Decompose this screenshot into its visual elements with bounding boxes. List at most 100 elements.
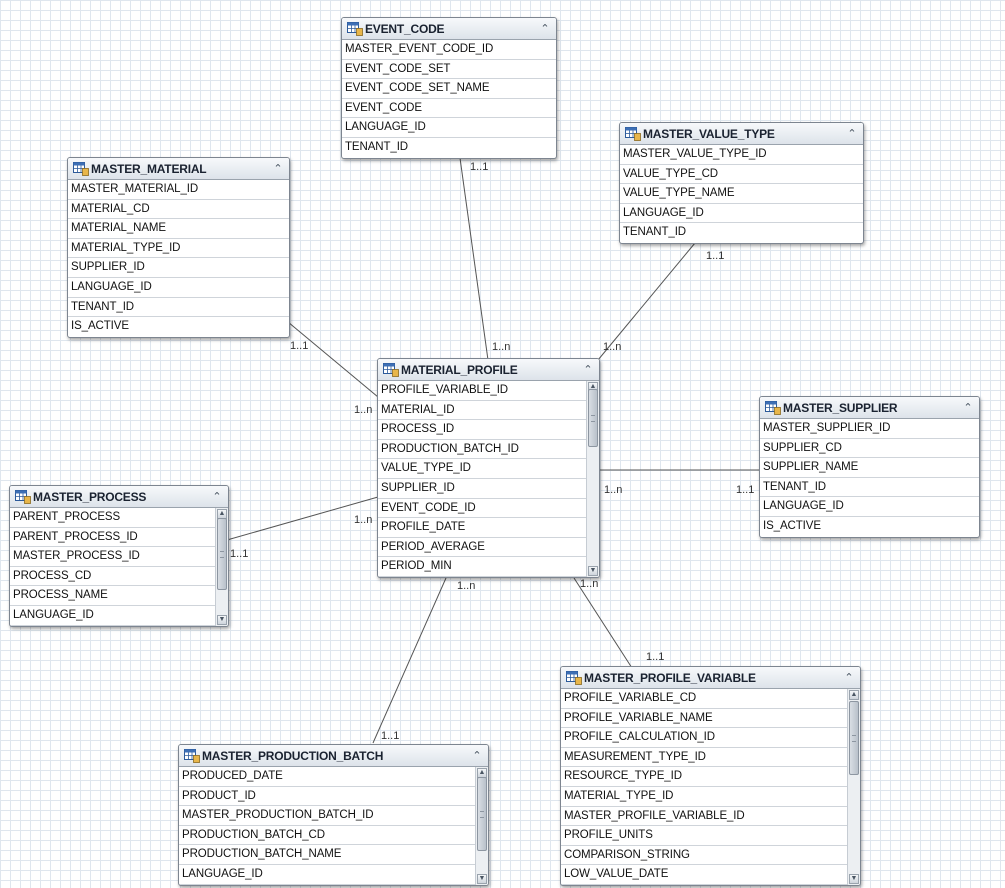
field-row[interactable]: EVENT_CODE_SET_NAME (342, 79, 556, 99)
field-row[interactable]: EVENT_CODE_ID (378, 499, 586, 519)
collapse-icon[interactable]: ⌃ (963, 401, 973, 414)
field-row[interactable]: PROFILE_VARIABLE_CD (561, 689, 847, 709)
entity-master-value-type[interactable]: MASTER_VALUE_TYPE ⌃ MASTER_VALUE_TYPE_ID… (619, 122, 864, 244)
field-row[interactable]: PERIOD_AVERAGE (378, 538, 586, 558)
field-row[interactable]: VALUE_TYPE_CD (620, 165, 863, 185)
entity-header[interactable]: MASTER_VALUE_TYPE ⌃ (620, 123, 863, 145)
field-row[interactable]: PRODUCTION_BATCH_NAME (179, 845, 475, 865)
field-row[interactable]: MASTER_SUPPLIER_ID (760, 419, 979, 439)
entity-header[interactable]: MASTER_PRODUCTION_BATCH ⌃ (179, 745, 488, 767)
field-row[interactable]: PROFILE_UNITS (561, 826, 847, 846)
field-row[interactable]: MASTER_MATERIAL_ID (68, 180, 289, 200)
field-row[interactable]: MATERIAL_CD (68, 200, 289, 220)
field-row[interactable]: PRODUCED_DATE (179, 767, 475, 787)
field-row[interactable]: LOW_VALUE_DATE (561, 865, 847, 885)
entity-header[interactable]: MATERIAL_PROFILE ⌃ (378, 359, 599, 381)
entity-header[interactable]: MASTER_PROFILE_VARIABLE ⌃ (561, 667, 860, 689)
field-row[interactable]: RESOURCE_TYPE_ID (561, 767, 847, 787)
field-row[interactable]: MATERIAL_NAME (68, 219, 289, 239)
collapse-icon[interactable]: ⌃ (847, 127, 857, 140)
collapse-icon[interactable]: ⌃ (540, 22, 550, 35)
scrollbar[interactable]: ▲▼ (475, 767, 488, 885)
collapse-icon[interactable]: ⌃ (583, 363, 593, 376)
scroll-thumb[interactable] (588, 389, 598, 447)
field-row[interactable]: MASTER_EVENT_CODE_ID (342, 40, 556, 60)
field-row[interactable]: MASTER_PRODUCTION_BATCH_ID (179, 806, 475, 826)
field-row[interactable]: MASTER_PROFILE_VARIABLE_ID (561, 807, 847, 827)
entity-title: MASTER_SUPPLIER (783, 400, 898, 415)
field-row[interactable]: LANGUAGE_ID (179, 865, 475, 885)
entity-header[interactable]: MASTER_PROCESS ⌃ (10, 486, 228, 508)
field-row[interactable]: LANGUAGE_ID (68, 278, 289, 298)
field-row[interactable]: PARENT_PROCESS (10, 508, 215, 528)
field-row[interactable]: EVENT_CODE (342, 99, 556, 119)
field-row[interactable]: MEASUREMENT_TYPE_ID (561, 748, 847, 768)
field-row[interactable]: LANGUAGE_ID (342, 118, 556, 138)
field-row[interactable]: PROFILE_CALCULATION_ID (561, 728, 847, 748)
field-row[interactable]: TENANT_ID (345, 140, 408, 153)
field-row[interactable]: PROCESS_CD (10, 567, 215, 587)
entity-header[interactable]: MASTER_MATERIAL ⌃ (68, 158, 289, 180)
field-row[interactable]: PROCESS_NAME (10, 586, 215, 606)
entity-master-profile-variable[interactable]: MASTER_PROFILE_VARIABLE ⌃ PROFILE_VARIAB… (560, 666, 861, 886)
field-row[interactable]: PRODUCTION_BATCH_ID (378, 440, 586, 460)
field-row[interactable]: MASTER_PROCESS_ID (10, 547, 215, 567)
field-row[interactable]: MATERIAL_ID (378, 401, 586, 421)
scroll-up-icon[interactable]: ▲ (849, 690, 859, 700)
field-row[interactable]: SUPPLIER_CD (760, 439, 979, 459)
field-row[interactable]: TENANT_ID (760, 478, 979, 498)
scroll-thumb[interactable] (849, 701, 859, 775)
field-row[interactable]: SUPPLIER_ID (378, 479, 586, 499)
mult-event-code-one: 1..1 (470, 161, 489, 173)
table-icon (15, 489, 31, 504)
field-row[interactable]: MATERIAL_TYPE_ID (561, 787, 847, 807)
field-row[interactable]: VALUE_TYPE_ID (378, 459, 586, 479)
table-icon (347, 21, 363, 36)
entity-header[interactable]: MASTER_SUPPLIER ⌃ (760, 397, 979, 419)
field-row[interactable]: PROCESS_ID (378, 420, 586, 440)
scrollbar[interactable]: ▲▼ (847, 689, 860, 885)
field-row[interactable]: MASTER_VALUE_TYPE_ID (620, 145, 863, 165)
field-row[interactable]: PROFILE_DATE (378, 518, 586, 538)
field-row[interactable]: IS_ACTIVE (71, 320, 129, 333)
field-row[interactable]: COMPARISON_STRING (561, 846, 847, 866)
field-row[interactable]: MATERIAL_TYPE_ID (68, 239, 289, 259)
scrollbar[interactable]: ▲▼ (215, 508, 228, 626)
field-row[interactable]: PRODUCTION_BATCH_CD (179, 826, 475, 846)
field-row[interactable]: LANGUAGE_ID (10, 606, 215, 626)
scroll-thumb[interactable] (217, 518, 227, 590)
collapse-icon[interactable]: ⌃ (472, 749, 482, 762)
field-row[interactable]: SUPPLIER_ID (68, 258, 289, 278)
field-row[interactable]: PROFILE_VARIABLE_ID (378, 381, 586, 401)
scroll-down-icon[interactable]: ▼ (588, 565, 598, 576)
scroll-thumb[interactable] (477, 777, 487, 851)
entity-header[interactable]: EVENT_CODE ⌃ (342, 18, 556, 40)
field-row[interactable]: EVENT_CODE_SET (342, 60, 556, 80)
field-row[interactable]: LANGUAGE_ID (760, 497, 979, 517)
field-row[interactable]: LANGUAGE_ID (620, 204, 863, 224)
field-row[interactable]: TENANT_ID (623, 226, 686, 239)
field-row[interactable]: IS_ACTIVE (763, 519, 821, 532)
field-row[interactable]: TENANT_ID (68, 298, 289, 318)
field-row[interactable]: PROFILE_VARIABLE_NAME (561, 709, 847, 729)
collapse-icon[interactable]: ⌃ (273, 162, 283, 175)
field-row[interactable]: PRODUCT_ID (179, 787, 475, 807)
field-row[interactable]: PERIOD_MIN (378, 557, 586, 577)
field-row[interactable]: SUPPLIER_NAME (760, 458, 979, 478)
field-row[interactable]: VALUE_TYPE_NAME (620, 184, 863, 204)
scrollbar[interactable]: ▲▼ (586, 381, 599, 577)
collapse-icon[interactable]: ⌃ (212, 490, 222, 503)
collapse-icon[interactable]: ⌃ (844, 671, 854, 684)
scroll-down-icon[interactable]: ▼ (217, 614, 227, 625)
scroll-down-icon[interactable]: ▼ (849, 873, 859, 884)
thumb-grip (220, 551, 224, 558)
scroll-down-icon[interactable]: ▼ (477, 873, 487, 884)
field-row[interactable]: PARENT_PROCESS_ID (10, 528, 215, 548)
